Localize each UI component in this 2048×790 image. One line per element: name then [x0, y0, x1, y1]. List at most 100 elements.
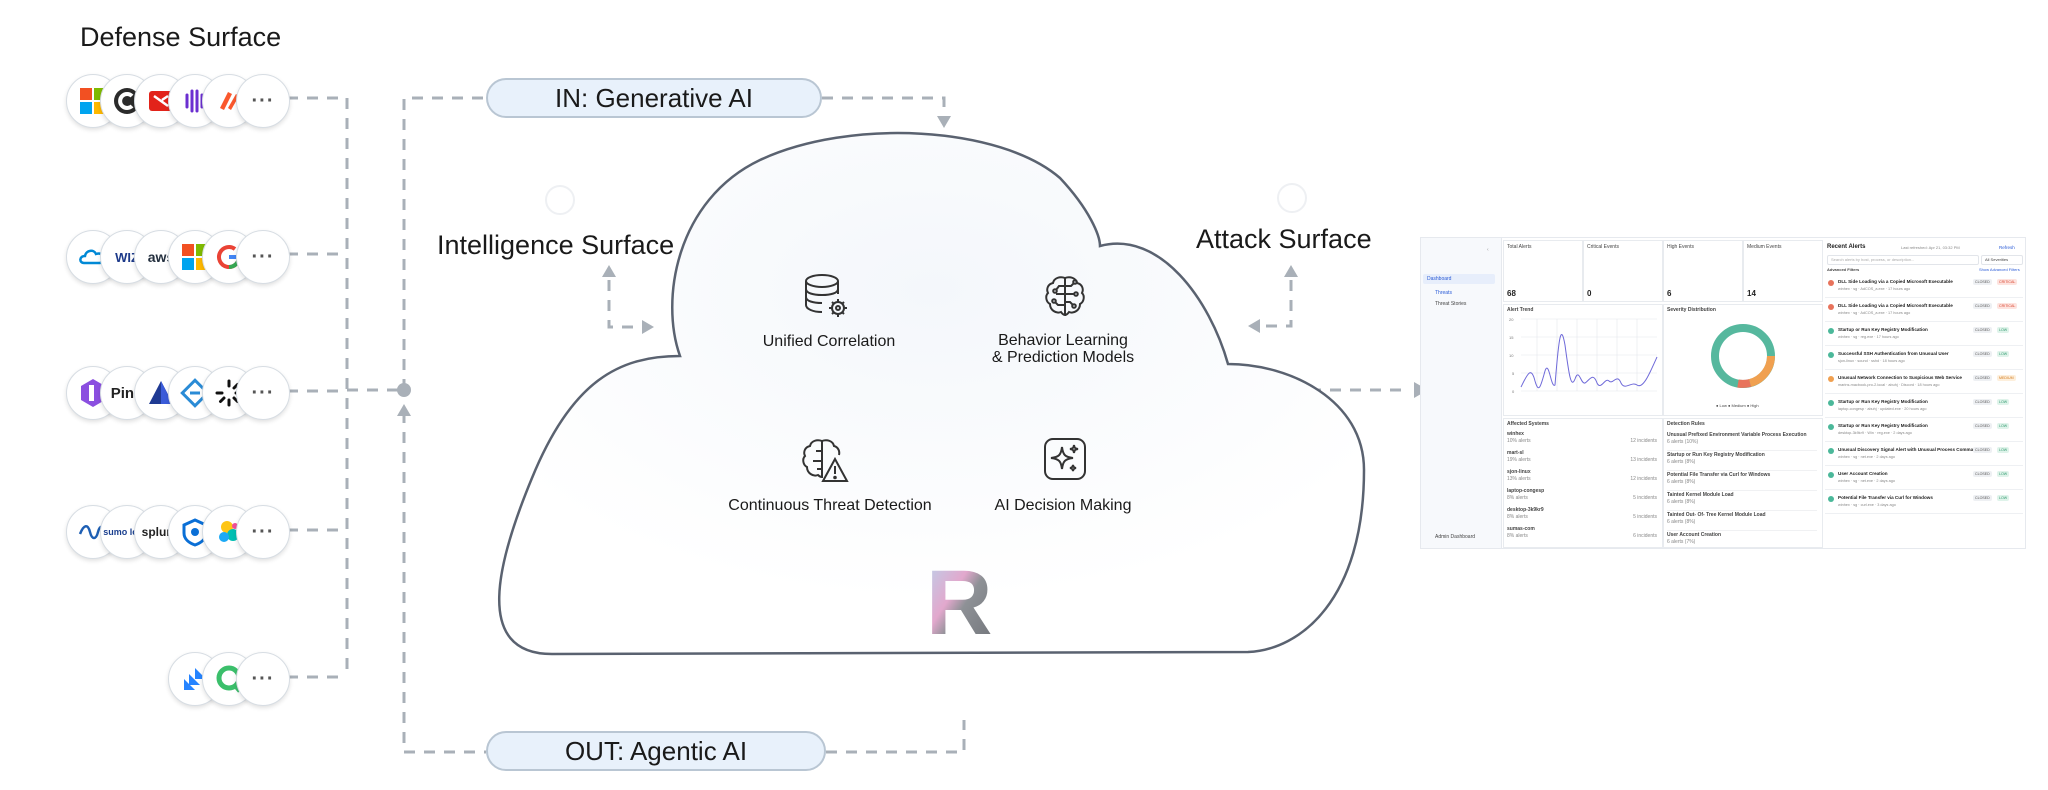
alert-title: Potential File Transfer via Curl for Win… [1838, 495, 1933, 500]
alert-severity-badge: LOW [1997, 495, 2010, 501]
sidebar-dashboard-label: Dashboard [1427, 276, 1452, 282]
more-integrations-icon[interactable]: ··· [236, 366, 290, 420]
list-item[interactable]: Tainted Out- Of- Tree Kernel Module Load… [1667, 511, 1817, 531]
rule-name: Unusual Prefixed Environment Variable Pr… [1667, 432, 1807, 438]
alert-trend-chart: 20 15 10 5 0 [1509, 317, 1658, 394]
alert-row[interactable]: Potential File Transfer via Curl for Win… [1825, 492, 2023, 514]
more-integrations-icon[interactable]: ··· [236, 74, 290, 128]
alert-status-icon [1828, 304, 1834, 310]
brain-circuit-icon [1045, 276, 1085, 317]
kpi-label: High Events [1667, 244, 1694, 250]
kpi-label: Medium Events [1747, 244, 1782, 250]
alert-status-badge: CLOSED [1973, 375, 1992, 381]
sidebar-item-threats[interactable]: Threats [1435, 290, 1452, 296]
in-generative-ai-pill: IN: Generative AI [486, 78, 822, 118]
database-gear-icon [805, 274, 847, 317]
alert-title: Unusual Discovery Signal Alert with Unus… [1838, 447, 1990, 452]
out-pill-label: OUT: Agentic AI [564, 735, 748, 766]
kpi-card-high: High Events 6 [1663, 240, 1743, 302]
show-advanced-filters-link[interactable]: Show Advanced Filters [1979, 267, 2020, 272]
alert-severity-badge: LOW [1997, 327, 2010, 333]
sidebar-item-dashboard[interactable]: Dashboard [1423, 274, 1495, 284]
alert-title: Startup or Run Key Registry Modification [1838, 399, 1928, 404]
alert-status-badge: CLOSED [1973, 327, 1992, 333]
system-sub: 8% alerts [1507, 533, 1528, 539]
alert-status-badge: CLOSED [1973, 303, 1992, 309]
sidebar-item-admin-dashboard[interactable]: Admin Dashboard [1435, 534, 1476, 540]
rule-sub: 6 alerts (8%) [1667, 479, 1696, 485]
alert-title: DLL Side Loading via a Copied Microsoft … [1838, 303, 1953, 308]
alert-status-badge: CLOSED [1973, 447, 1992, 453]
more-integrations-icon[interactable]: ··· [236, 505, 290, 559]
trend-tick: 15 [1509, 335, 1514, 340]
recent-alerts-panel: Recent Alerts Last refreshed: Apr 21, 03… [1823, 240, 2023, 546]
alert-row[interactable]: DLL Side Loading via a Copied Microsoft … [1825, 300, 2023, 322]
in-pill-label: IN: Generative AI [555, 82, 753, 113]
sidebar-item-threat-stories[interactable]: Threat Stories [1435, 301, 1467, 307]
feature-unified-correlation: Unified Correlation [762, 333, 896, 350]
alert-trend-title: Alert Trend [1507, 307, 1534, 313]
alert-status-badge: CLOSED [1973, 399, 1992, 405]
system-name: sjon-linux [1507, 469, 1531, 475]
alert-search-input[interactable]: Search alerts by host, process, or descr… [1827, 255, 1979, 265]
alert-status-badge: CLOSED [1973, 495, 1992, 501]
recent-alerts-title: Recent Alerts [1827, 244, 1866, 250]
rule-name: Tainted Kernel Module Load [1667, 492, 1734, 498]
kpi-value: 0 [1587, 289, 1592, 298]
dashboard-sidebar: ‹ Dashboard Threats Threat Stories Admin… [1421, 238, 1502, 548]
alert-row[interactable]: Startup or Run Key Registry Modification… [1825, 396, 2023, 418]
alert-meta: marins-macbook-pro-2.local · abuhj · Dis… [1838, 383, 1940, 387]
refresh-button[interactable]: Refresh [1999, 245, 2015, 250]
brand-logo-icon: R [926, 565, 992, 639]
rule-name: User Account Creation [1667, 532, 1721, 538]
alert-title: Unusual Network Connection to Suspicious… [1838, 375, 1962, 380]
alert-row[interactable]: Unusual Network Connection to Suspicious… [1825, 372, 2023, 394]
alert-status-badge: CLOSED [1973, 471, 1992, 477]
system-sub: 19% alerts [1507, 457, 1531, 463]
attack-surface-title: Attack Surface [1196, 224, 1372, 254]
list-item[interactable]: Potential File Transfer via Curl for Win… [1667, 471, 1817, 491]
alert-severity-badge: MEDIUM [1997, 375, 2016, 381]
defense-row-cloud: WIZ aws ··· [66, 228, 290, 288]
kpi-value: 14 [1747, 289, 1756, 298]
rule-name: Startup or Run Key Registry Modification [1667, 452, 1765, 458]
alert-status-icon [1828, 472, 1834, 478]
alert-severity-badge: LOW [1997, 447, 2010, 453]
more-integrations-icon[interactable]: ··· [236, 230, 290, 284]
more-integrations-icon[interactable]: ··· [236, 652, 290, 706]
alert-row[interactable]: Unusual Discovery Signal Alert with Unus… [1825, 444, 2023, 466]
system-name: sumas-com [1507, 526, 1535, 532]
detection-rules-card: Detection Rules Unusual Prefixed Environ… [1663, 418, 1823, 548]
list-item[interactable]: Startup or Run Key Registry Modification… [1667, 451, 1817, 471]
alert-row[interactable]: Successful SSH Authentication from Unusu… [1825, 348, 2023, 370]
alert-row[interactable]: Startup or Run Key Registry Modification… [1825, 324, 2023, 346]
system-count: 5 incidents [1633, 495, 1657, 501]
list-item[interactable]: Unusual Prefixed Environment Variable Pr… [1667, 431, 1817, 451]
alert-status-icon [1828, 376, 1834, 382]
rules-list: Unusual Prefixed Environment Variable Pr… [1667, 431, 1817, 548]
collapse-icon[interactable]: ‹ [1487, 247, 1489, 253]
severity-filter-value: All Severities [1985, 257, 2009, 262]
alert-row[interactable]: Startup or Run Key Registry Modification… [1825, 420, 2023, 442]
kpi-value: 68 [1507, 289, 1516, 298]
system-name: winhex [1507, 431, 1524, 437]
severity-filter-select[interactable]: All Severities [1981, 255, 2023, 265]
alert-severity-badge: LOW [1997, 471, 2010, 477]
defense-row-endpoint: ··· [66, 72, 290, 132]
sparkles-icon [1044, 438, 1086, 480]
intelligence-surface-title: Intelligence Surface [437, 230, 675, 260]
alert-row[interactable]: DLL Side Loading via a Copied Microsoft … [1825, 276, 2023, 298]
severity-donut-chart [1711, 324, 1775, 388]
dashboard-preview: ‹ Dashboard Threats Threat Stories Admin… [1420, 237, 2026, 549]
system-count: 5 incidents [1633, 514, 1657, 520]
